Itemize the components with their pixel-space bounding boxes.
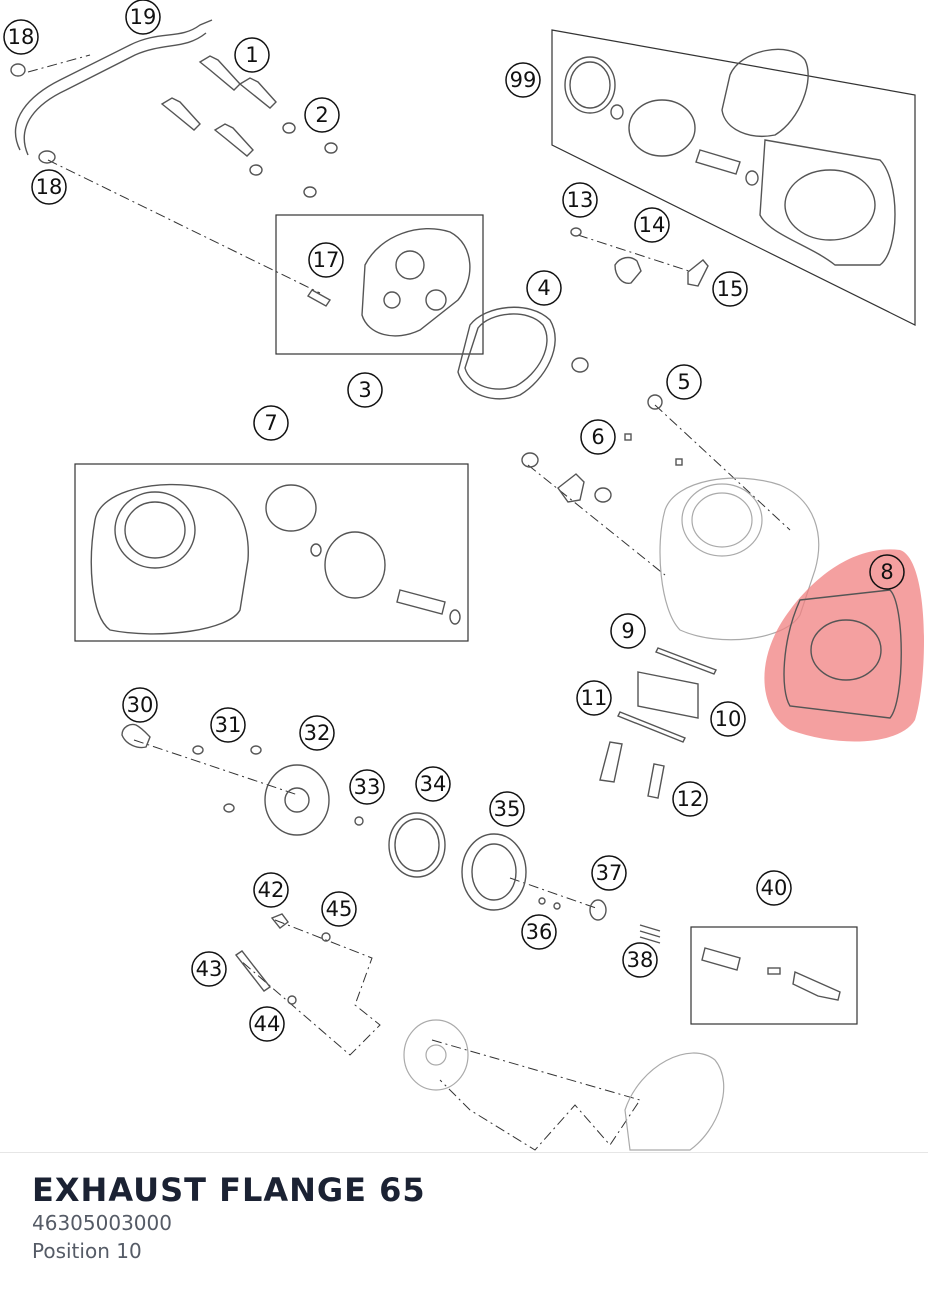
label-15: 15 [712, 271, 748, 307]
label-10: 10 [710, 701, 746, 737]
callout-labels: 1 2 3 4 5 6 7 8 9 10 11 12 13 14 15 17 1… [3, 0, 905, 1042]
svg-text:4: 4 [537, 276, 550, 300]
label-5: 5 [666, 364, 702, 400]
svg-text:42: 42 [258, 878, 285, 902]
part-number: 46305003000 [32, 1211, 172, 1235]
label-43: 43 [191, 951, 227, 987]
svg-text:19: 19 [130, 5, 157, 29]
part-40-assembly [701, 947, 841, 1001]
part-7-cylinder-assembly [90, 483, 461, 635]
svg-text:45: 45 [326, 897, 353, 921]
label-18-bottom: 18 [31, 169, 67, 205]
parts-42-to-45 [234, 913, 725, 1151]
svg-text:18: 18 [36, 175, 63, 199]
diagram-canvas: 1 2 3 4 5 6 7 8 9 10 11 12 13 14 15 17 1… [3, 0, 925, 1151]
svg-text:11: 11 [581, 686, 608, 710]
svg-text:31: 31 [215, 713, 242, 737]
part-title: EXHAUST FLANGE 65 [32, 1171, 426, 1209]
svg-text:37: 37 [596, 861, 623, 885]
exploded-parts-diagram: 1 2 3 4 5 6 7 8 9 10 11 12 13 14 15 17 1… [3, 0, 925, 1151]
svg-text:2: 2 [315, 103, 328, 127]
svg-text:36: 36 [526, 920, 553, 944]
parts-9-to-12 [599, 647, 717, 799]
svg-text:13: 13 [567, 188, 594, 212]
part-4-gasket [457, 306, 589, 400]
svg-text:9: 9 [621, 619, 634, 643]
label-99: 99 [505, 62, 541, 98]
svg-text:33: 33 [354, 775, 381, 799]
kit-box-99 [551, 29, 916, 326]
svg-text:6: 6 [591, 425, 604, 449]
assembly-box-40 [690, 926, 858, 1025]
label-37: 37 [591, 855, 627, 891]
svg-text:40: 40 [761, 876, 788, 900]
assembly-box-3 [275, 214, 484, 355]
svg-text:5: 5 [677, 370, 690, 394]
part-19-hose [10, 19, 213, 164]
part-position: Position 10 [32, 1239, 142, 1263]
svg-text:10: 10 [715, 707, 742, 731]
svg-text:38: 38 [627, 948, 654, 972]
label-19: 19 [125, 0, 161, 35]
label-3: 3 [347, 372, 383, 408]
svg-text:14: 14 [639, 213, 666, 237]
part-info-panel: EXHAUST FLANGE 65 46305003000 Position 1… [0, 1152, 928, 1291]
svg-text:99: 99 [510, 68, 537, 92]
label-32: 32 [299, 715, 335, 751]
part-99-gasket-kit [564, 48, 896, 266]
svg-text:7: 7 [264, 411, 277, 435]
svg-text:3: 3 [358, 378, 371, 402]
label-40: 40 [756, 870, 792, 906]
label-4: 4 [526, 270, 562, 306]
svg-text:43: 43 [196, 957, 223, 981]
label-7: 7 [253, 405, 289, 441]
label-12: 12 [672, 781, 708, 817]
svg-text:35: 35 [494, 797, 521, 821]
assembly-box-7 [74, 463, 469, 642]
svg-text:8: 8 [880, 560, 893, 584]
label-34: 34 [415, 766, 451, 802]
parts-30-to-38 [121, 723, 661, 944]
label-33: 33 [349, 769, 385, 805]
label-6: 6 [580, 419, 616, 455]
label-36: 36 [521, 914, 557, 950]
label-30: 30 [122, 687, 158, 723]
svg-text:18: 18 [8, 25, 35, 49]
label-9: 9 [610, 613, 646, 649]
leader-lines [27, 54, 791, 1151]
part-2-washers [249, 122, 338, 198]
label-31: 31 [210, 707, 246, 743]
label-1: 1 [234, 37, 270, 73]
svg-text:44: 44 [254, 1012, 281, 1036]
label-44: 44 [249, 1006, 285, 1042]
label-18-top: 18 [3, 19, 39, 55]
part-8-highlighted-gasket [764, 549, 925, 742]
label-42: 42 [253, 872, 289, 908]
svg-text:1: 1 [245, 43, 258, 67]
label-35: 35 [489, 791, 525, 827]
svg-text:15: 15 [717, 277, 744, 301]
parts-13-14-15 [570, 227, 709, 287]
svg-text:30: 30 [127, 693, 154, 717]
label-38: 38 [622, 942, 658, 978]
faded-cylinder-body [521, 394, 820, 641]
label-17: 17 [308, 242, 344, 278]
label-45: 45 [321, 891, 357, 927]
label-14: 14 [634, 207, 670, 243]
label-2: 2 [304, 97, 340, 133]
svg-text:17: 17 [313, 248, 340, 272]
label-11: 11 [576, 680, 612, 716]
label-8: 8 [869, 554, 905, 590]
label-13: 13 [562, 182, 598, 218]
svg-text:12: 12 [677, 787, 704, 811]
svg-text:34: 34 [420, 772, 447, 796]
part-3-cylinder-head [306, 228, 471, 337]
part-1-bolts [160, 55, 277, 157]
svg-text:32: 32 [304, 721, 331, 745]
